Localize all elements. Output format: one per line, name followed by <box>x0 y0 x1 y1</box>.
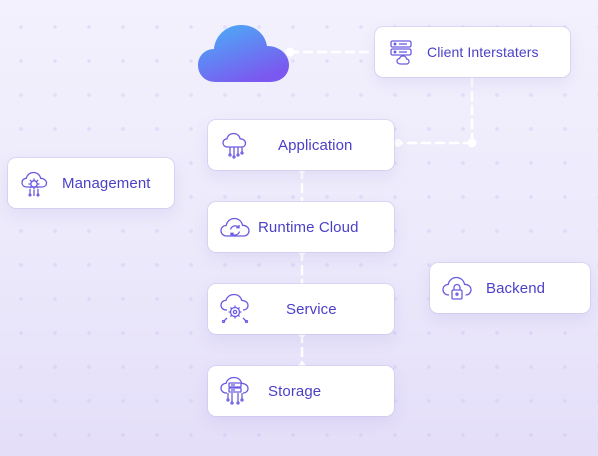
cloud-sync-icon <box>218 210 252 244</box>
cloud-lock-icon <box>440 271 474 305</box>
server-cloud-icon <box>385 35 419 69</box>
management-card[interactable]: Management <box>8 158 174 208</box>
cloud-database-icon <box>218 374 252 408</box>
connector-node <box>285 47 295 57</box>
connector-node <box>467 138 477 148</box>
service-label: Service <box>286 300 337 318</box>
client-interstaters-label: Client Interstaters <box>427 44 539 60</box>
cloud-gear-icon <box>18 166 52 200</box>
backend-label: Backend <box>486 279 546 297</box>
cloud-icon <box>198 25 289 82</box>
application-card[interactable]: Application <box>208 120 394 170</box>
application-label: Application <box>278 136 353 154</box>
runtime-cloud-label: Runtime Cloud <box>258 218 359 236</box>
cloud-circuit-icon <box>218 128 252 162</box>
connector-node <box>394 139 402 147</box>
cloud-settings-icon <box>218 292 252 326</box>
service-card[interactable]: Service <box>208 284 394 334</box>
storage-card[interactable]: Storage <box>208 366 394 416</box>
backend-card[interactable]: Backend <box>430 263 590 313</box>
client-interstaters-card[interactable]: Client Interstaters <box>375 27 570 77</box>
storage-label: Storage <box>268 382 322 400</box>
management-label: Management <box>62 174 151 192</box>
runtime-cloud-card[interactable]: Runtime Cloud <box>208 202 394 252</box>
